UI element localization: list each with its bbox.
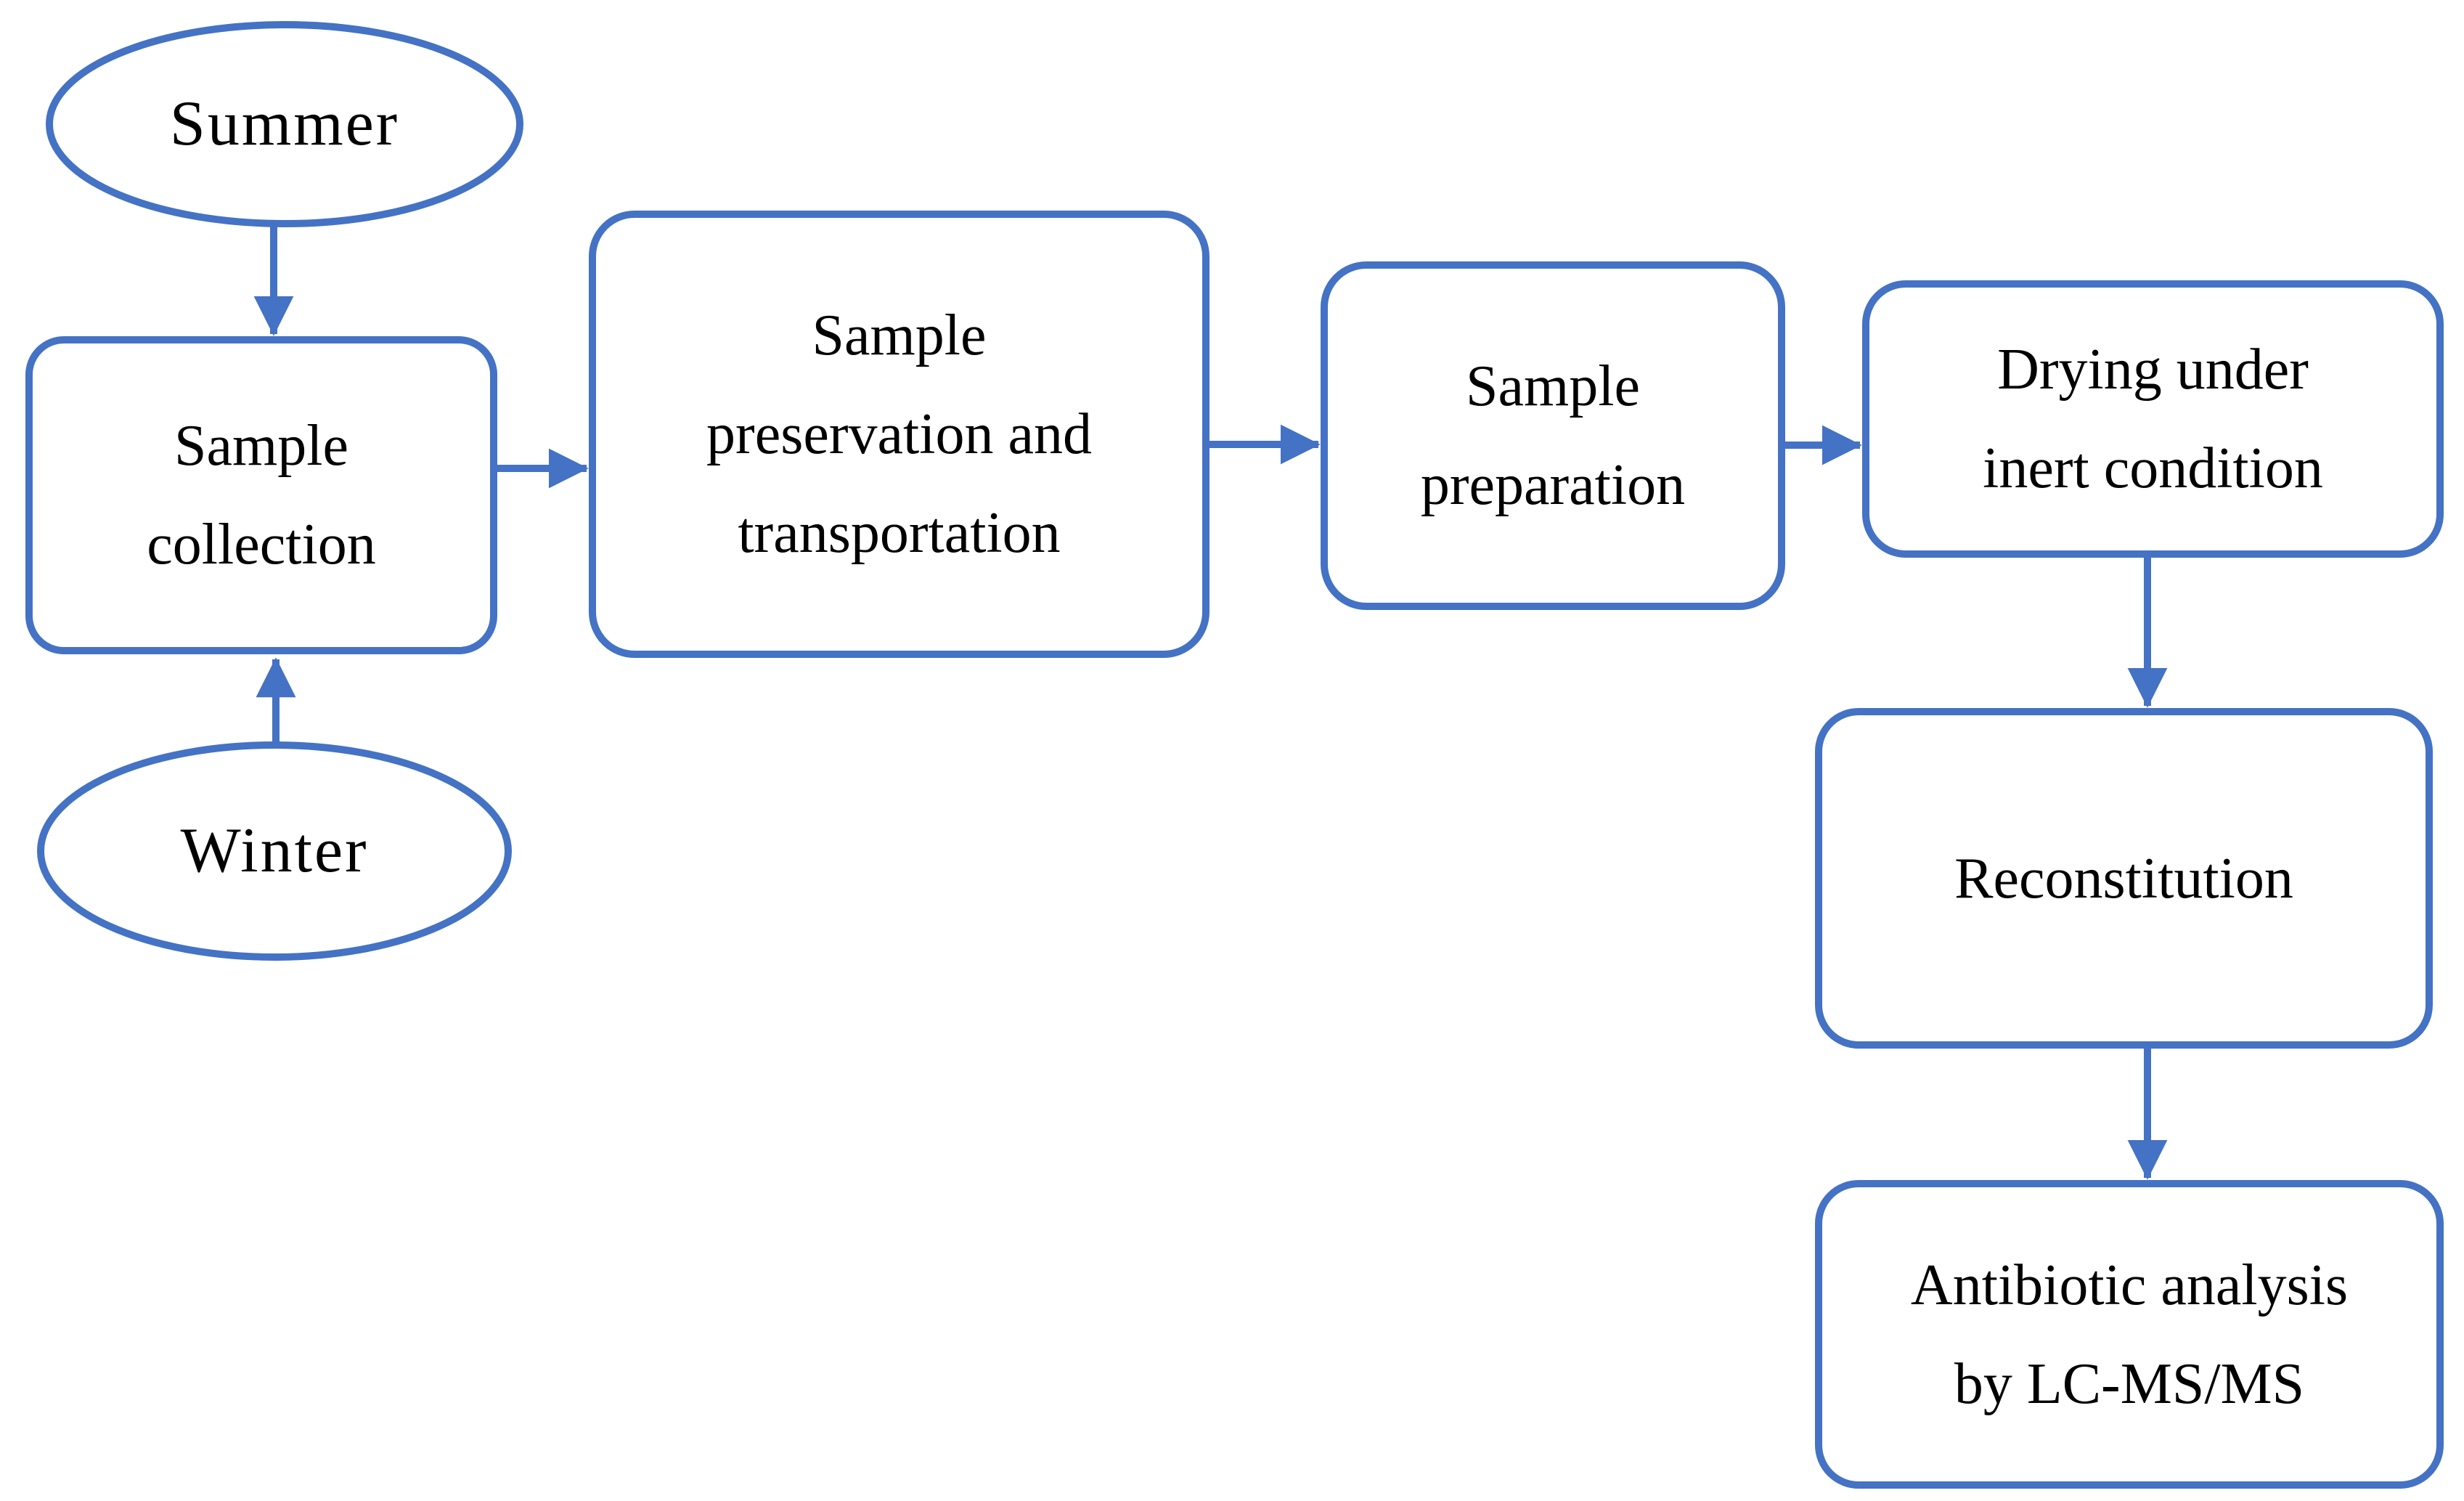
summer-ellipse [46,21,523,227]
winter-ellipse [37,741,512,961]
drying-box [1862,280,2444,558]
reconstitution-box [1815,708,2433,1049]
sample-preparation-box [1321,261,1785,610]
sample-collection-box [25,336,497,654]
antibiotic-analysis-box [1815,1180,2444,1489]
sample-preservation-box [589,211,1209,658]
